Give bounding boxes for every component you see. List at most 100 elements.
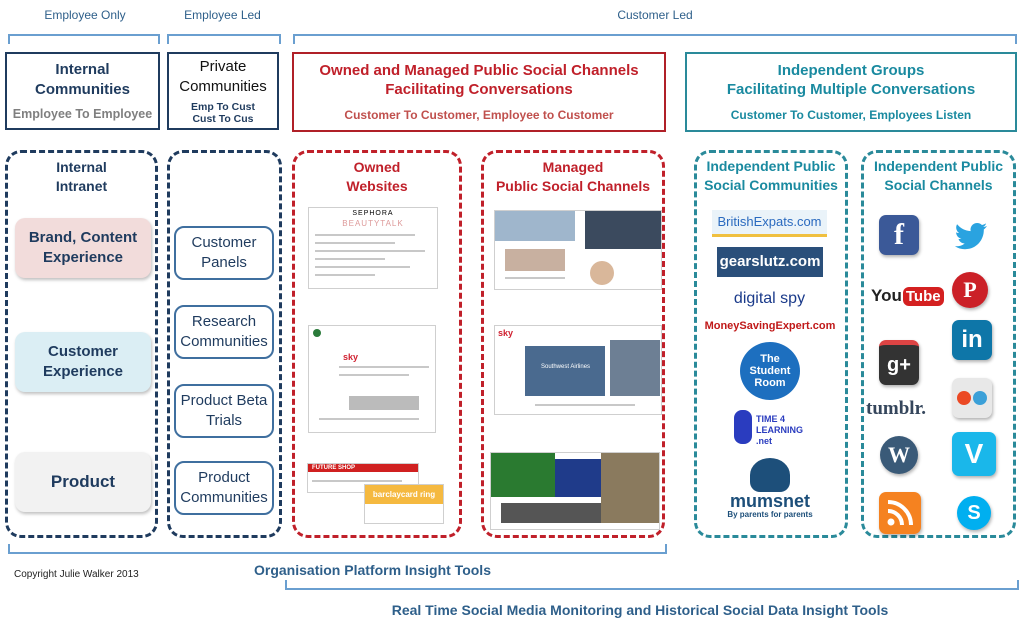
internal-intranet-column — [5, 150, 158, 538]
stumbleupon-icon — [952, 378, 992, 418]
time4learning-logo: TIME 4 LEARNING .net — [732, 408, 803, 448]
managed-channels-column — [481, 150, 665, 538]
internal-communities-box: Internal Communities Employee To Employe… — [5, 52, 160, 130]
mumsnet-logo: mumsnet By parents for parents — [725, 458, 815, 524]
barclaycard-logo: barclaycard ring — [365, 485, 443, 504]
bracket-employee-only — [8, 34, 160, 44]
header-customer-led: Customer Led — [617, 8, 693, 22]
independent-groups-title1: Independent Groups — [777, 62, 925, 79]
gearslutz-logo: gearslutz.com — [717, 247, 823, 277]
private-communities-sub2: Cust To Cus — [192, 113, 254, 125]
social-communities-title-line1: Independent Public — [706, 158, 836, 174]
bracket-customer-led — [293, 34, 1017, 44]
product-communities-pill: Product Communities — [174, 461, 274, 515]
future-shop-logo: FUTURE SHOP — [308, 464, 418, 472]
independent-groups-box: Independent Groups Facilitating Multiple… — [685, 52, 1017, 132]
header-employee-led: Employee Led — [184, 8, 261, 22]
gplus-glyph: g+ — [887, 353, 911, 376]
britishexpats-logo: BritishExpats.com — [712, 210, 827, 237]
social-channels-title: Independent Public Social Channels — [861, 157, 1016, 195]
research-communities-pill: Research Communities — [174, 305, 274, 359]
barclaycard-screenshot: barclaycard ring — [364, 484, 444, 524]
internal-intranet-title: Internal Intranet — [5, 158, 158, 196]
internal-intranet-title-line2: Intranet — [55, 178, 108, 194]
managed-collage-3 — [490, 452, 660, 530]
internal-intranet-title-line1: Internal — [56, 159, 107, 175]
owned-managed-title1: Owned and Managed Public Social Channels — [319, 62, 639, 79]
realtime-insight-tools-label: Real Time Social Media Monitoring and Hi… — [391, 602, 889, 618]
social-communities-title: Independent Public Social Communities — [694, 157, 848, 195]
vimeo-glyph: V — [964, 438, 984, 469]
independent-groups-sub: Customer To Customer, Employees Listen — [730, 108, 972, 122]
linkedin-icon: in — [952, 320, 992, 360]
bracket-employee-led — [167, 34, 281, 44]
social-channels-column — [861, 150, 1016, 538]
owned-websites-title-line2: Websites — [346, 178, 408, 194]
moneysavingexpert-logo: MoneySavingExpert.com — [704, 320, 836, 332]
internal-communities-sub: Employee To Employee — [12, 107, 153, 121]
youtube-you: You — [871, 286, 902, 305]
skype-icon: S — [957, 496, 991, 530]
mumsnet-tagline: By parents for parents — [727, 510, 813, 519]
copyright-text: Copyright Julie Walker 2013 — [14, 569, 139, 580]
owned-websites-column — [292, 150, 462, 538]
sephora-logo: SEPHORA — [352, 210, 394, 217]
owned-managed-title2: Facilitating Conversations — [385, 81, 573, 98]
private-communities-box: Private Communities Emp To Cust Cust To … — [167, 52, 279, 130]
managed-channels-title-line2: Public Social Channels — [495, 178, 651, 194]
southwest-label: Southwest Airlines — [541, 364, 591, 370]
product-pill: Product — [15, 452, 151, 512]
customer-experience-pill: Customer Experience — [15, 332, 151, 392]
bracket-realtime-tools — [285, 580, 1019, 590]
tumblr-icon: tumblr. — [866, 398, 927, 419]
managed-collage-2: sky Southwest Airlines — [494, 325, 662, 415]
rss-icon — [879, 492, 921, 534]
social-channels-title-line1: Independent Public — [873, 158, 1004, 174]
owned-managed-sub: Customer To Customer, Employee to Custom… — [344, 108, 614, 122]
bracket-platform-tools — [8, 544, 667, 554]
internal-communities-title: Internal Communities — [34, 61, 130, 98]
owned-websites-title: Owned Websites — [292, 158, 462, 196]
sky-website-screenshot: sky — [308, 325, 436, 433]
private-column — [167, 150, 282, 538]
private-communities-title: Private Communities — [179, 58, 267, 95]
wordpress-icon: W — [880, 436, 918, 474]
digitalspy-logo: digital spy — [733, 290, 806, 307]
facebook-glyph: f — [894, 218, 904, 251]
owned-websites-title-line1: Owned — [353, 159, 401, 175]
sephora-screenshot: SEPHORA BEAUTYTALK — [308, 207, 438, 289]
student-room-text: The Student Room — [749, 353, 791, 389]
managed-channels-title: Managed Public Social Channels — [481, 158, 665, 196]
time4learning-text: TIME 4 LEARNING .net — [756, 414, 803, 446]
wordpress-glyph: W — [888, 442, 910, 467]
skype-glyph: S — [967, 501, 981, 524]
linkedin-glyph: in — [961, 326, 983, 353]
managed-channels-title-line1: Managed — [542, 159, 604, 175]
youtube-tube: Tube — [902, 286, 944, 306]
header-employee-only: Employee Only — [44, 8, 126, 22]
mumsnet-text: mumsnet — [729, 491, 810, 511]
google-plus-icon: g+ — [879, 340, 919, 385]
youtube-icon: You Tube — [871, 284, 944, 308]
owned-managed-box: Owned and Managed Public Social Channels… — [292, 52, 666, 132]
facebook-icon: f — [879, 215, 919, 255]
social-communities-column — [694, 150, 848, 538]
private-communities-sub1: Emp To Cust — [191, 101, 255, 113]
customer-panels-pill: Customer Panels — [174, 226, 274, 280]
future-shop-screenshot: FUTURE SHOP — [307, 463, 419, 493]
pinterest-glyph: P — [963, 277, 977, 302]
twitter-icon — [953, 218, 989, 254]
managed-collage-1 — [494, 210, 662, 290]
pinterest-icon: P — [952, 272, 988, 308]
social-channels-title-line2: Social Channels — [884, 177, 993, 193]
independent-groups-title2: Facilitating Multiple Conversations — [726, 81, 976, 98]
sky-logo-managed: sky — [498, 328, 514, 338]
platform-insight-tools-label: Organisation Platform Insight Tools — [254, 562, 491, 578]
social-communities-title-line2: Social Communities — [704, 177, 838, 193]
product-beta-trials-pill: Product Beta Trials — [174, 384, 274, 438]
beautytalk-logo: BEAUTYTALK — [342, 219, 404, 228]
brand-content-experience-pill: Brand, Content Experience — [15, 218, 151, 278]
sky-logo-owned: sky — [343, 352, 359, 362]
vimeo-icon: V — [952, 432, 996, 476]
student-room-logo: The Student Room — [740, 342, 800, 400]
